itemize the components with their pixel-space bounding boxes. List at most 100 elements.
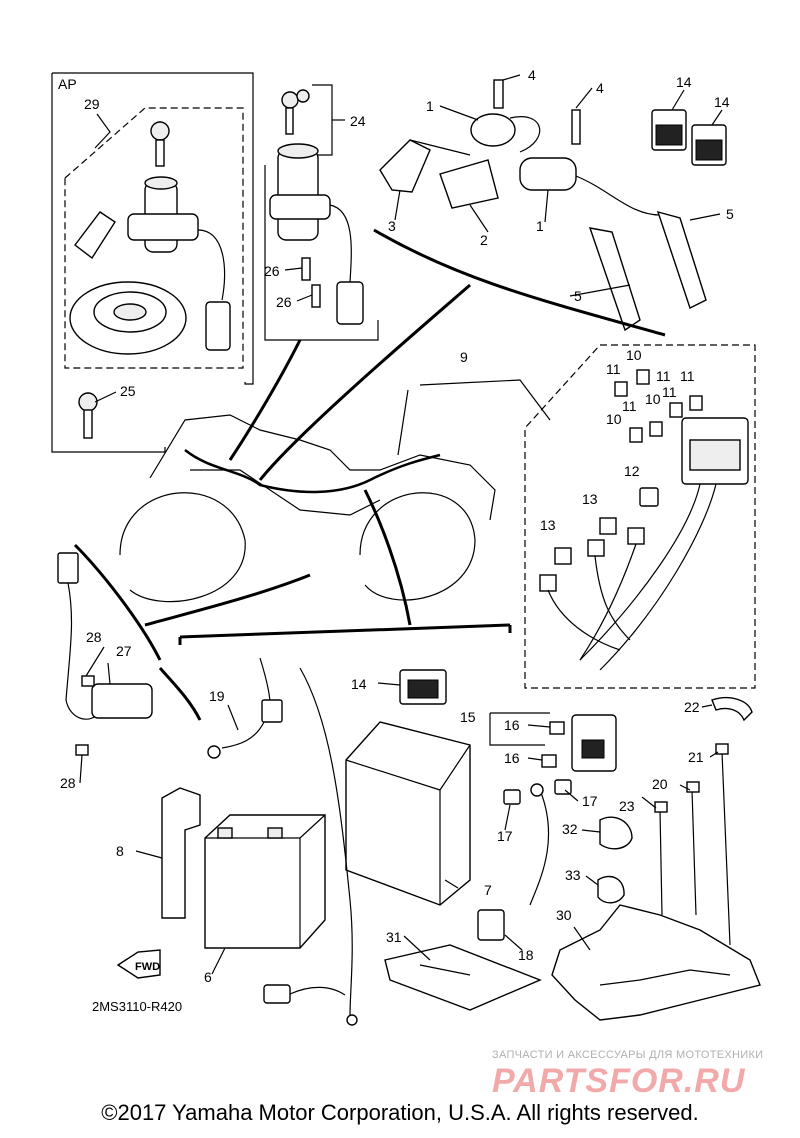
leader-coil [258, 283, 471, 481]
part-label: 32 [562, 821, 578, 837]
part-label: 4 [596, 80, 604, 96]
battery-cover-7 [345, 721, 471, 906]
leader-ap [228, 339, 302, 461]
bolt-17b [554, 779, 572, 795]
fuel-cap-icon [69, 281, 187, 355]
leader-9b [397, 389, 409, 456]
part-label: 8 [116, 843, 124, 859]
fuse-set [614, 369, 703, 507]
leader-battery-area [363, 489, 412, 626]
part-label: 22 [684, 699, 700, 715]
part-label: 14 [351, 676, 367, 692]
part-label: 26 [276, 294, 292, 310]
sidestand-switch-27 [57, 552, 153, 756]
part-label: 6 [204, 969, 212, 985]
part-label: 31 [386, 929, 402, 945]
item-29-group-box [64, 107, 244, 369]
part-label: 10 [626, 347, 642, 363]
relay-14a [651, 109, 687, 151]
battery-cable-19 [207, 657, 283, 759]
bolt-17a [503, 789, 521, 805]
part-label: 28 [86, 629, 102, 645]
leader-sidestand [144, 573, 311, 627]
part-label: 11 [622, 398, 637, 414]
part-label: 27 [116, 643, 132, 659]
part-label: 16 [504, 750, 520, 766]
spare-key-icon [78, 392, 98, 439]
wire-harness-9 [184, 449, 441, 494]
leader-sidestand-b [73, 543, 162, 661]
part-label: 9 [460, 349, 468, 365]
relay-14c [399, 669, 447, 705]
rubber-mat-30 [551, 904, 761, 1021]
part-label: 13 [582, 491, 598, 507]
part-label: 11 [606, 361, 621, 377]
bracket-bottom [179, 623, 511, 639]
part-label: 24 [350, 113, 366, 129]
part-label: 11 [662, 384, 677, 400]
part-label: 21 [688, 749, 704, 765]
part-label: 5 [574, 288, 582, 304]
main-switch-set-24 [264, 84, 379, 341]
main-switch-icon [127, 176, 231, 351]
battery-6 [204, 814, 326, 949]
part-label: 33 [565, 867, 581, 883]
fuse-box-region [524, 344, 756, 689]
part-label: 17 [497, 828, 513, 844]
fwd-label: FWD [135, 961, 160, 973]
part-label: 11 [656, 368, 671, 384]
clamp-33 [597, 875, 625, 904]
part-label: 5 [726, 206, 734, 222]
part-label: 29 [84, 96, 100, 112]
part-label: 11 [680, 368, 695, 384]
ap-inset: AP [51, 72, 254, 453]
part-label: 1 [536, 218, 544, 234]
watermark-brand: PARTSFOR.RU [492, 1062, 746, 1100]
leader-9 [419, 379, 551, 421]
screw-26b [311, 284, 321, 308]
part-label: 16 [504, 717, 520, 733]
part-label: 23 [619, 798, 635, 814]
part-label: 19 [209, 688, 225, 704]
part-label: 7 [484, 882, 492, 898]
copyright-notice: ©2017 Yamaha Motor Corporation, U.S.A. A… [101, 1100, 699, 1125]
part-label: 28 [60, 775, 76, 791]
part-label: 17 [582, 793, 598, 809]
motorcycle-outline [119, 414, 496, 603]
starter-relay-15 [541, 714, 617, 772]
part-label: 2 [480, 232, 488, 248]
cable-ties [654, 743, 731, 946]
ignition-key-icon [150, 121, 170, 167]
diagram-code: 2MS3110-R420 [92, 999, 182, 1014]
battery-band-8 [161, 787, 201, 919]
lock-cylinder-icon [74, 211, 116, 260]
part-labels: 1 1 2 3 4 4 5 5 6 7 8 9 10 10 10 11 11 1… [60, 67, 734, 985]
clamp-32 [599, 816, 633, 850]
part-label: 10 [645, 391, 661, 407]
part-label: 14 [714, 94, 730, 110]
negative-lead-wire [263, 667, 358, 1026]
fuse-box-icon [579, 417, 749, 671]
starter-cable-18 [477, 783, 550, 941]
leader-top-right [373, 228, 666, 337]
relay-14b [691, 124, 727, 166]
part-label: 18 [518, 947, 534, 963]
part-label: 30 [556, 907, 572, 923]
fwd-arrow-icon: FWD [116, 949, 161, 979]
part-label: 12 [624, 463, 640, 479]
inset-label: AP [58, 76, 77, 92]
rubber-sheet-31 [384, 944, 542, 1011]
part-label: 1 [426, 98, 434, 114]
clamp-22 [711, 696, 753, 722]
part-label: 14 [676, 74, 692, 90]
harness-13-connectors [539, 517, 645, 661]
part-label: 3 [388, 218, 396, 234]
part-label: 26 [264, 263, 280, 279]
part-label: 4 [528, 67, 536, 83]
part-label: 20 [652, 776, 668, 792]
part-label: 10 [606, 411, 622, 427]
ignition-coil-group [379, 79, 707, 332]
watermark-tagline: ЗАПЧАСТИ И АКСЕССУАРЫ ДЛЯ МОТОТЕХНИКИ [492, 1049, 763, 1061]
part-label: 15 [460, 709, 476, 725]
